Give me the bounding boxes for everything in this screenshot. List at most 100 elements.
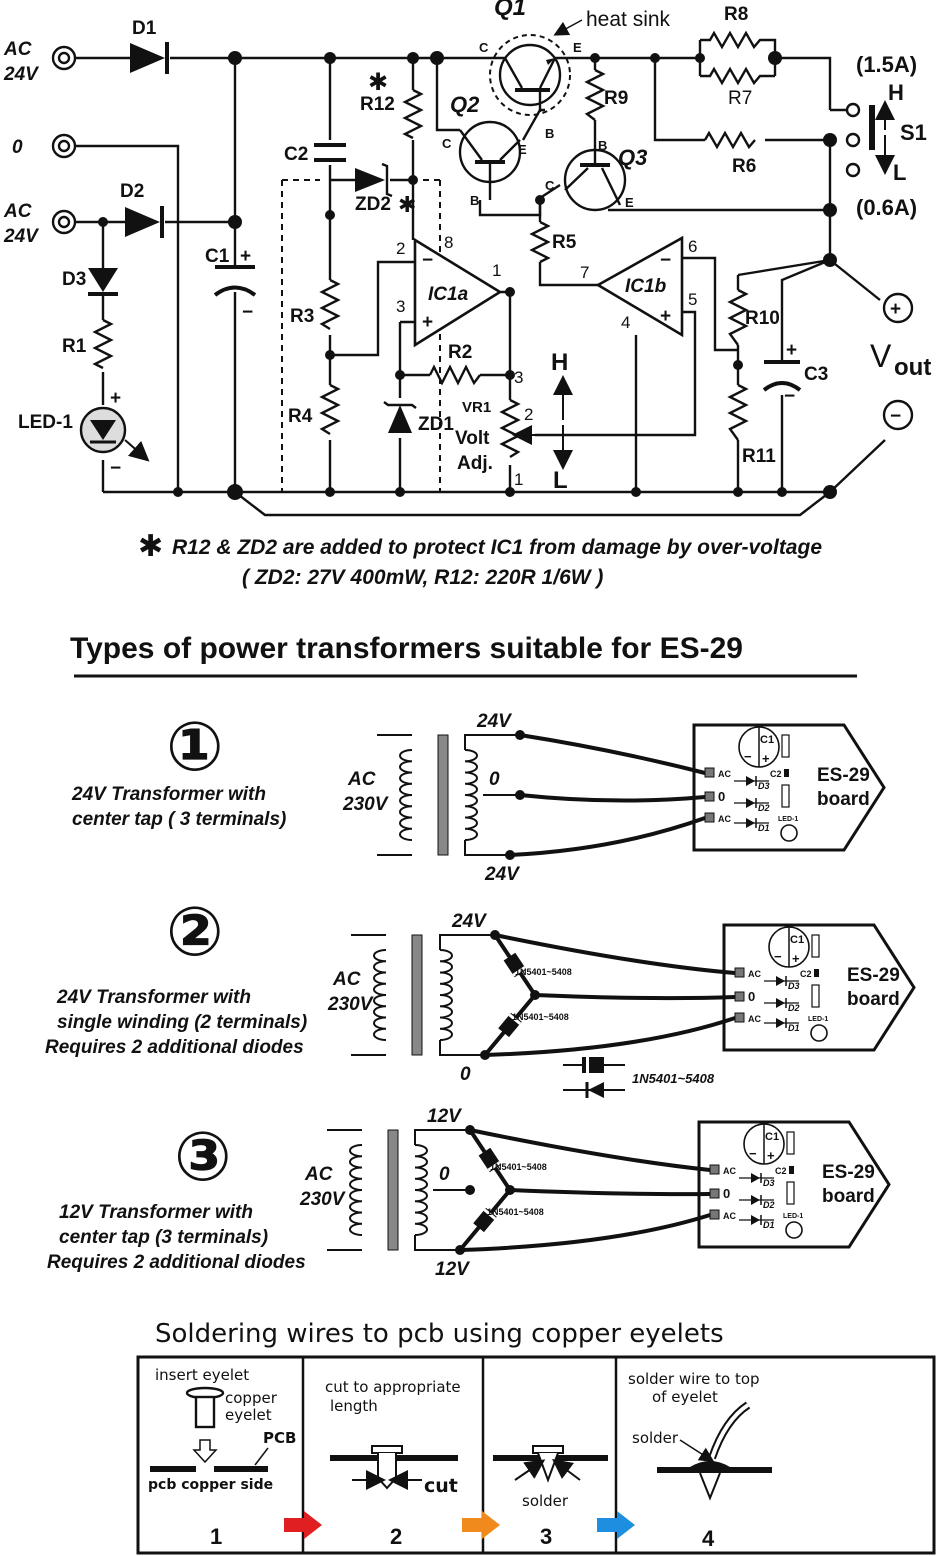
svg-text:D3: D3 (788, 981, 800, 991)
step-arrow-1 (284, 1511, 322, 1539)
svg-text:24V Transformer with: 24V Transformer with (56, 987, 251, 1008)
svg-text:IC1a: IC1a (428, 284, 469, 305)
capacitor-c2: C2 (284, 143, 346, 165)
svg-text:12V: 12V (435, 1259, 470, 1280)
svg-text:AC: AC (304, 1164, 333, 1185)
svg-text:−: − (660, 250, 671, 271)
svg-text:−: − (422, 250, 433, 271)
output-terminals: + − V out (870, 292, 931, 431)
soldering-step-4: solder wire to top of eyelet solder 4 (628, 1370, 772, 1551)
zener-zd2: ZD2 ✱ (355, 162, 416, 217)
protection-note: ✱ R12 & ZD2 are added to protect IC1 fro… (138, 530, 822, 589)
svg-text:8: 8 (444, 233, 453, 252)
svg-text:Q3: Q3 (618, 145, 647, 170)
svg-text:AC: AC (723, 1211, 736, 1221)
svg-text:R1: R1 (62, 336, 87, 357)
svg-text:cut to appropriate: cut to appropriate (325, 1378, 461, 1396)
svg-text:length: length (330, 1397, 378, 1415)
svg-text:L: L (553, 467, 568, 494)
svg-text:D3: D3 (763, 1178, 775, 1188)
step-arrow-3 (597, 1511, 635, 1539)
svg-text:+: + (792, 951, 800, 966)
svg-text:③: ③ (174, 1118, 232, 1197)
svg-text:B: B (470, 193, 479, 208)
svg-text:R12 & ZD2 are added to protect: R12 & ZD2 are added to protect IC1 from … (172, 536, 822, 559)
svg-text:3: 3 (514, 368, 523, 387)
svg-text:center tap ( 3 terminals): center tap ( 3 terminals) (72, 809, 286, 830)
svg-text:5: 5 (688, 290, 697, 309)
svg-text:LED-1: LED-1 (18, 412, 73, 433)
svg-text:Q1: Q1 (494, 0, 526, 21)
svg-text:−: − (749, 1146, 757, 1161)
resistor-r2: R2 (428, 342, 481, 386)
svg-text:0: 0 (723, 1186, 730, 1201)
svg-text:1: 1 (492, 261, 501, 280)
svg-text:L: L (893, 160, 906, 185)
svg-text:D2: D2 (763, 1200, 775, 1210)
volt-direction-arrow: H L (551, 349, 573, 494)
svg-text:1N5401~5408: 1N5401~5408 (490, 1162, 547, 1172)
circuit-schematic: AC 24V 0 AC 24V (3, 0, 931, 589)
svg-text:0: 0 (460, 1064, 471, 1085)
svg-text:②: ② (166, 893, 224, 972)
svg-text:Requires 2 additional diodes: Requires 2 additional diodes (45, 1037, 304, 1058)
svg-text:ES-29: ES-29 (847, 965, 900, 986)
resistor-r4: R4 (288, 383, 341, 436)
svg-text:24V: 24V (3, 64, 39, 85)
svg-text:E: E (573, 40, 582, 55)
svg-text:B: B (545, 126, 554, 141)
svg-text:+: + (762, 751, 770, 766)
soldering-step-1: insert eyelet copper eyelet PCB pcb copp… (148, 1366, 296, 1549)
svg-text:AC: AC (748, 1014, 761, 1024)
svg-text:230V: 230V (327, 994, 374, 1015)
svg-text:✱: ✱ (138, 530, 163, 563)
svg-text:−: − (110, 458, 121, 479)
svg-text:24V: 24V (3, 226, 39, 247)
svg-text:ZD1: ZD1 (418, 414, 454, 435)
svg-text:−: − (890, 406, 901, 427)
step-arrow-2 (462, 1511, 500, 1539)
svg-text:−: − (774, 949, 782, 964)
step-arrows (284, 1511, 635, 1539)
svg-text:R11: R11 (742, 446, 776, 467)
svg-text:pcb copper side: pcb copper side (148, 1477, 273, 1493)
diode-d2: D2 (120, 181, 164, 238)
svg-text:heat sink: heat sink (586, 8, 671, 31)
svg-text:+: + (767, 1148, 775, 1163)
svg-text:R9: R9 (604, 88, 628, 109)
svg-text:24V: 24V (451, 911, 487, 932)
svg-text:cut: cut (424, 1475, 458, 1497)
svg-text:Q2: Q2 (450, 92, 480, 117)
svg-text:C2: C2 (770, 769, 782, 779)
svg-text:3: 3 (396, 297, 405, 316)
diode-d3: D3 (62, 268, 118, 296)
svg-text:Adj.: Adj. (457, 453, 493, 474)
svg-text:R7: R7 (728, 88, 752, 109)
diode-d1: D1 (130, 18, 169, 74)
svg-text:R5: R5 (552, 232, 577, 253)
svg-text:AC: AC (718, 769, 731, 779)
svg-text:LED-1: LED-1 (783, 1213, 803, 1220)
svg-text:0: 0 (489, 769, 500, 790)
svg-text:0: 0 (439, 1164, 450, 1185)
svg-text:single winding (2 terminals): single winding (2 terminals) (57, 1012, 307, 1033)
svg-text:C2: C2 (775, 1166, 787, 1176)
svg-text:4: 4 (621, 313, 630, 332)
svg-text:6: 6 (688, 237, 697, 256)
svg-text:+: + (786, 340, 797, 361)
soldering-step-3: solder 3 (493, 1445, 608, 1549)
svg-text:0: 0 (718, 789, 725, 804)
svg-text:H: H (551, 349, 568, 376)
transformer-type-2: ② 24V Transformer with single winding (2 t… (45, 893, 916, 1098)
svg-text:insert eyelet: insert eyelet (155, 1366, 249, 1384)
svg-text:R2: R2 (448, 342, 472, 363)
svg-text:LED-1: LED-1 (808, 1016, 828, 1023)
svg-text:H: H (888, 80, 904, 105)
svg-text:solder wire to top: solder wire to top (628, 1370, 760, 1388)
svg-text:D1: D1 (763, 1220, 775, 1230)
svg-text:C3: C3 (804, 364, 828, 385)
svg-text:board: board (847, 989, 900, 1010)
svg-text:D1: D1 (132, 18, 157, 39)
svg-text:C: C (479, 40, 489, 55)
svg-text:R3: R3 (290, 306, 314, 327)
